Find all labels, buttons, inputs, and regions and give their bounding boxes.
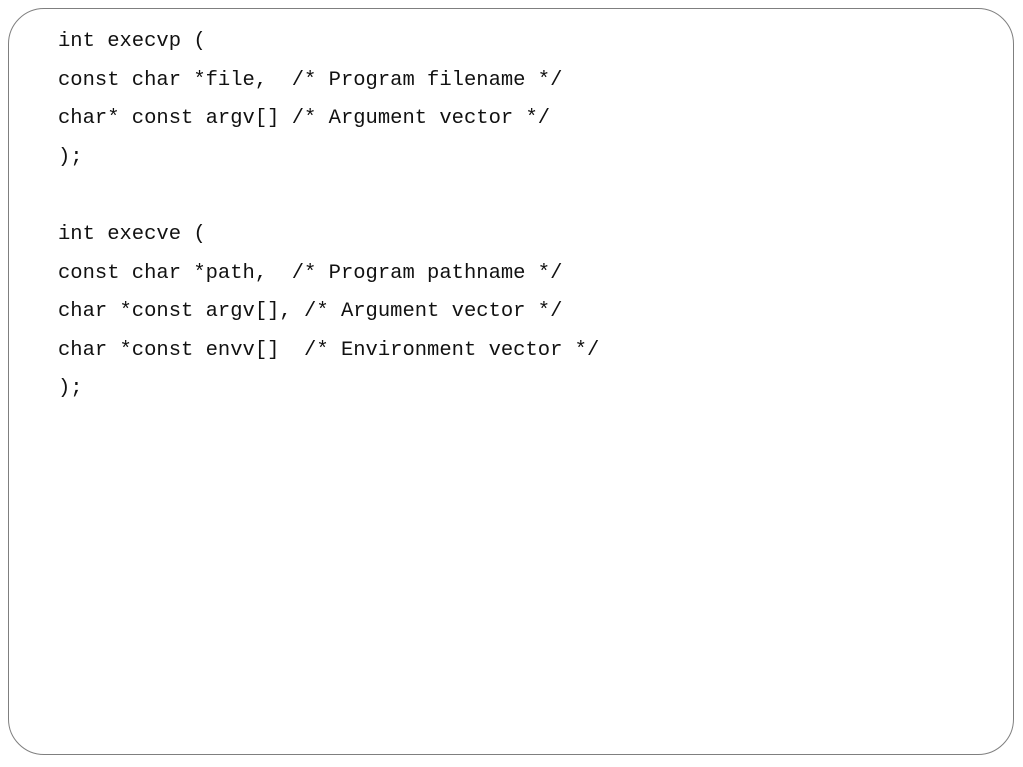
execvp-line-4: );	[58, 145, 83, 169]
execve-line-4: char *const envv[] /* Environment vector…	[58, 338, 600, 362]
code-block: int execvp ( const char *file, /* Progra…	[58, 23, 599, 409]
execvp-line-1: int execvp (	[58, 30, 206, 53]
execve-prototype: int execve ( const char *path, /* Progra…	[58, 216, 599, 409]
execve-line-2: const char *path, /* Program pathname */	[58, 261, 563, 285]
blank-line	[58, 177, 599, 216]
execve-line-5: );	[58, 377, 83, 401]
slide-frame	[8, 8, 1014, 755]
execve-line-3: char *const argv[], /* Argument vector *…	[58, 300, 563, 324]
execvp-line-2: const char *file, /* Program filename */	[58, 68, 563, 92]
execvp-line-3: char* const argv[] /* Argument vector */	[58, 107, 551, 131]
execve-line-1: int execve (	[58, 222, 206, 246]
execvp-prototype: int execvp ( const char *file, /* Progra…	[58, 23, 599, 177]
